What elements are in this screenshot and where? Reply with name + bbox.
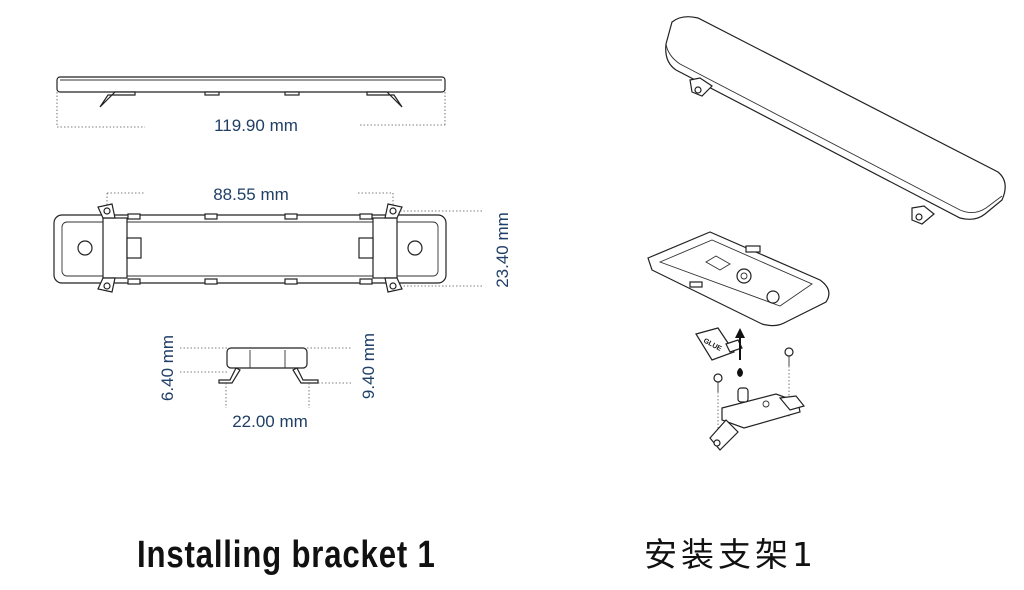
height-left-dimension: 6.40 mm bbox=[158, 335, 177, 401]
isometric-light-bar bbox=[665, 16, 1006, 225]
end-view bbox=[180, 347, 352, 408]
side-view bbox=[56, 76, 446, 128]
exploded-assembly: GLUE bbox=[647, 231, 830, 451]
height-right-dimension: 9.40 mm bbox=[359, 333, 378, 399]
bottom-view bbox=[53, 192, 484, 293]
hole-spacing-dimension: 88.55 mm bbox=[213, 185, 289, 204]
caption-chinese: 安装支架1 bbox=[644, 535, 817, 574]
length-dimension: 119.90 mm bbox=[214, 116, 298, 135]
bracket-width-dimension: 22.00 mm bbox=[232, 412, 308, 431]
width-dimension: 23.40 mm bbox=[493, 212, 512, 288]
caption-english: Installing bracket 1 bbox=[137, 534, 436, 576]
